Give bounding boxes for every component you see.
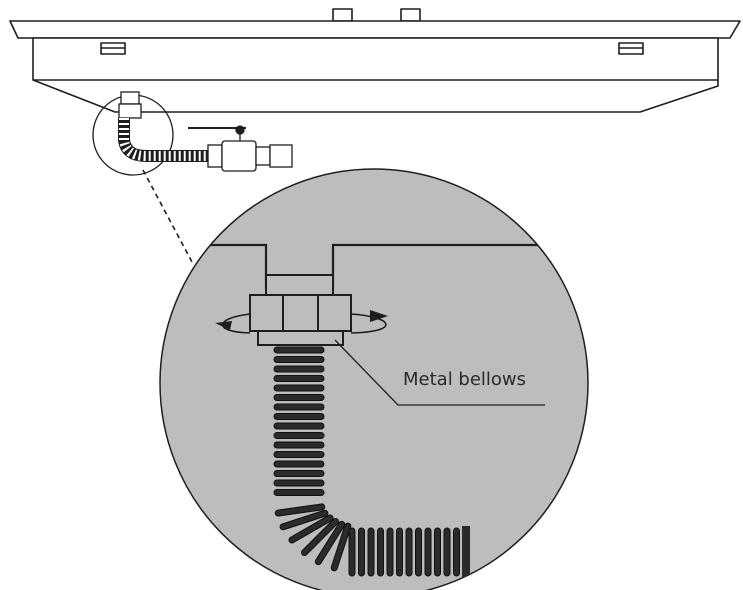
cooktop-panel: [9, 8, 741, 113]
bellows-ring: [273, 479, 325, 487]
leader-line: [142, 169, 193, 263]
bellows-ring: [386, 527, 394, 577]
glass-top: [9, 20, 741, 39]
bellows-ring: [367, 527, 375, 577]
bellows-ring: [424, 527, 432, 577]
bellows-ring: [273, 451, 325, 458]
nut-icon: [249, 274, 352, 346]
bellows-ring: [405, 527, 413, 577]
bellows-ring: [273, 489, 325, 496]
bellows-ring: [273, 413, 325, 420]
bellows-ring: [279, 509, 329, 531]
bellows-ring: [330, 522, 352, 572]
bellows-ring: [273, 356, 325, 363]
knob-right: [400, 8, 421, 22]
callout-label: Metal bellows: [403, 369, 526, 390]
gas-connector: [92, 91, 293, 176]
bellows-ring: [314, 520, 346, 566]
bellows-ring: [443, 527, 451, 577]
bellows-ring: [415, 527, 422, 577]
bellows-ring: [434, 527, 441, 577]
knob-left: [332, 8, 353, 22]
bellows-ring: [273, 441, 325, 449]
bellows-ring: [288, 514, 334, 544]
bellows-ring: [273, 460, 325, 468]
bellows-end-cap: [462, 526, 470, 578]
bellows-ring: [348, 527, 356, 577]
bellows-ring: [273, 394, 325, 401]
bellows-ring: [377, 527, 384, 577]
bellows-ring: [273, 365, 325, 373]
bellows-ring: [273, 384, 325, 392]
bellows-ring: [273, 470, 325, 477]
bellows-ring: [396, 527, 403, 577]
bellows-ring: [273, 403, 325, 411]
bellows-ring: [273, 375, 325, 382]
bellows-ring: [358, 527, 365, 577]
bellows-ring: [300, 517, 340, 557]
bellows-ring: [273, 346, 325, 354]
bellows-ring: [273, 432, 325, 439]
bellows-ring: [273, 422, 325, 430]
bellows-ring: [453, 527, 460, 577]
rotation-arrow-icon: [215, 310, 388, 334]
ball-valve: [188, 125, 293, 172]
bellows-hose: [273, 346, 470, 578]
callout-leader: [334, 339, 545, 406]
bellows-ring: [274, 503, 326, 517]
